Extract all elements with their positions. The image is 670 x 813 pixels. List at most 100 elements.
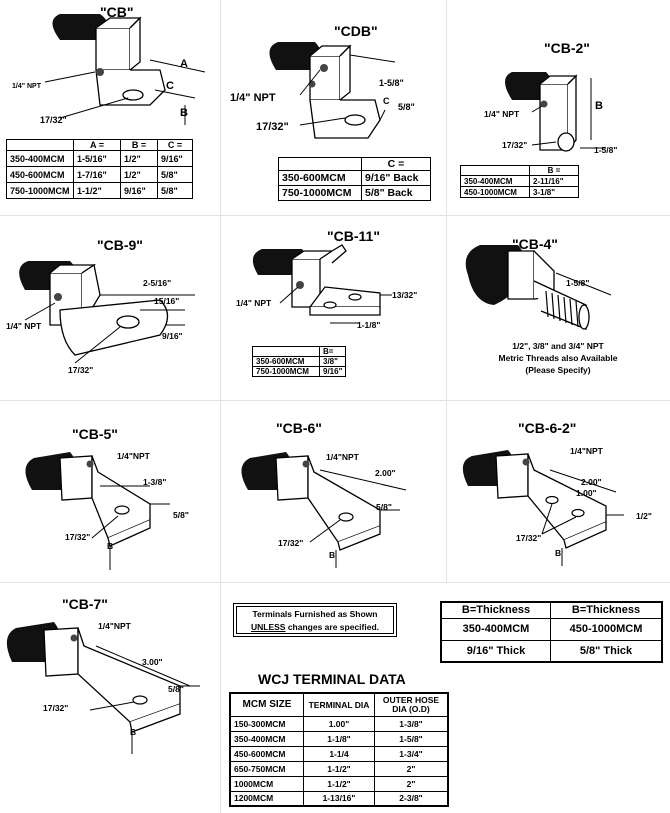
cb9-hole-label: 17/32"	[68, 365, 94, 375]
cb4-note-line: (Please Specify)	[525, 365, 591, 375]
table-cell: 3/8"	[318, 356, 347, 367]
cb7-title: "CB-7"	[62, 596, 108, 612]
table-cell: 1-3/4"	[374, 745, 449, 762]
table-header	[252, 346, 320, 357]
wcj-table: MCM SIZE TERMINAL DIA OUTER HOSE DIA (O.…	[229, 692, 449, 807]
table-cell: 9/16"	[120, 182, 158, 199]
table-header: OUTER HOSE DIA (O.D)	[374, 692, 449, 717]
grid-divider	[446, 0, 447, 582]
cb-hole-label: 17/32"	[40, 115, 67, 125]
cdb-dim-side: 5/8"	[398, 102, 415, 112]
table-header: MCM SIZE	[229, 692, 304, 717]
cdb-title: "CDB"	[334, 23, 378, 39]
cb5-terminal-drawing	[25, 452, 170, 570]
cb4-title: "CB-4"	[512, 236, 558, 252]
table-cell: 1-3/8"	[374, 715, 449, 732]
cb11-title: "CB-11"	[327, 228, 380, 244]
cb11-dim1: 13/32"	[392, 290, 418, 300]
table-header: A =	[73, 139, 121, 151]
cb9-dim3: 9/16"	[162, 331, 183, 341]
cb11-npt-label: 1/4" NPT	[236, 298, 272, 308]
cdb-terminal-drawing	[269, 42, 396, 139]
wcj-title: WCJ TERMINAL DATA	[258, 671, 406, 687]
cb6-hole-label: 17/32"	[278, 538, 304, 548]
table-cell: 650-750MCM	[229, 760, 304, 777]
cb11-panel: "CB-11" 13/32" 1-1/8" 1/4" NPT B= 350-60…	[220, 215, 446, 400]
table-cell: 750-1000MCM	[278, 185, 362, 201]
cb11-terminal-drawing	[252, 244, 392, 324]
table-cell: 9/16"	[318, 366, 347, 377]
cb62-title: "CB-6-2"	[518, 420, 577, 436]
cb7-terminal-drawing	[6, 622, 200, 754]
cb6-npt-label: 1/4"NPT	[326, 452, 359, 462]
table-header	[460, 165, 530, 176]
terms-notice-unless: UNLESS	[250, 622, 286, 632]
cb5-dim1: 1-3/8"	[143, 477, 167, 487]
table-cell: 1-1/4	[303, 745, 375, 762]
cb4-note-line: Metric Threads also Available	[498, 353, 618, 363]
table-cell: 1-1/2"	[73, 182, 121, 199]
table-cell: 5/8" Back	[361, 185, 431, 201]
cb6-panel: "CB-6" 1/4"NPT 2.00" 5/8" 17/32" B	[220, 400, 446, 582]
table-cell: 1/2"	[120, 166, 158, 183]
table-header	[6, 139, 74, 151]
terms-notice: Terminals Furnished as Shown UNLESS chan…	[233, 603, 397, 637]
cb-title: "CB"	[100, 4, 134, 20]
cb5-title: "CB-5"	[72, 426, 118, 442]
cb6-dim-b: B	[329, 550, 336, 560]
table-cell: 9/16" Thick	[440, 639, 551, 663]
table-cell: 1000MCM	[229, 775, 304, 792]
cb4-panel: "CB-4" 1-5/8" 1/2", 3/8" and 3/4" NPT Me…	[446, 215, 670, 400]
cb9-title: "CB-9"	[97, 237, 143, 253]
table-cell: 1-7/16"	[73, 166, 121, 183]
cdb-dim-c: C	[383, 96, 390, 106]
table-cell: 1-1/2"	[303, 775, 375, 792]
grid-divider	[0, 400, 670, 401]
table-cell: 750-1000MCM	[252, 366, 320, 377]
cb7-dim2: 5/8"	[168, 684, 184, 694]
cb2-terminal-drawing	[505, 72, 606, 152]
cb9-dim2: 15/16"	[154, 296, 180, 306]
table-cell: 1.00"	[303, 715, 375, 732]
cb62-terminal-drawing	[462, 450, 624, 566]
cb5-dim2: 5/8"	[173, 510, 189, 520]
table-cell: 350-600MCM	[278, 170, 362, 186]
table-cell: 1-1/2"	[303, 760, 375, 777]
table-cell: 450-600MCM	[229, 745, 304, 762]
table-cell: 9/16" Back	[361, 170, 431, 186]
grid-divider	[0, 215, 670, 216]
cb-panel: "CB" A C B 1/4" NPT 17/32" A =B =C = 350…	[0, 0, 220, 215]
cb62-panel: "CB-6-2" 1/4"NPT 2.00" 1.00" 1/2" 17/32"…	[446, 400, 670, 582]
cb9-npt-label: 1/4" NPT	[6, 321, 42, 331]
table-cell: 1-1/8"	[303, 730, 375, 747]
cb7-dim-b: B	[130, 727, 137, 737]
cb11-dim2: 1-1/8"	[357, 320, 381, 330]
cb9-panel: "CB-9" 2-5/16" 15/16" 9/16" 1/4" NPT 17/…	[0, 215, 220, 400]
cb4-dim: 1-5/8"	[566, 278, 590, 288]
table-header	[278, 157, 362, 171]
cb-dim-b: B	[180, 107, 188, 119]
cb2-dim-b: B	[595, 100, 603, 112]
table-cell: 5/8"	[157, 166, 193, 183]
cb6-dim1: 2.00"	[375, 468, 396, 478]
table-header: B=Thickness	[440, 601, 551, 619]
cb5-panel: "CB-5" 1/4"NPT 1-3/8" 5/8" 17/32" B	[0, 400, 220, 582]
cb4-terminal-drawing	[465, 245, 612, 330]
cb-npt-label: 1/4" NPT	[12, 83, 41, 90]
table-header: B =	[120, 139, 158, 151]
cb5-hole-label: 17/32"	[65, 532, 91, 542]
table-cell: 2-3/8"	[374, 790, 449, 807]
table-cell: 350-400MCM	[440, 617, 551, 641]
cb4-note-line: 1/2", 3/8" and 3/4" NPT	[512, 341, 604, 351]
table-header: B =	[529, 165, 579, 176]
cb-dim-c: C	[166, 80, 174, 92]
table-header: B=Thickness	[550, 601, 663, 619]
cb2-dim-bottom: 1-5/8"	[594, 145, 618, 155]
cb9-terminal-drawing	[19, 261, 195, 364]
cdb-npt-label: 1/4" NPT	[230, 92, 276, 104]
cb7-panel: "CB-7" 1/4"NPT 3.00" 5/8" 17/32" B	[0, 582, 220, 813]
